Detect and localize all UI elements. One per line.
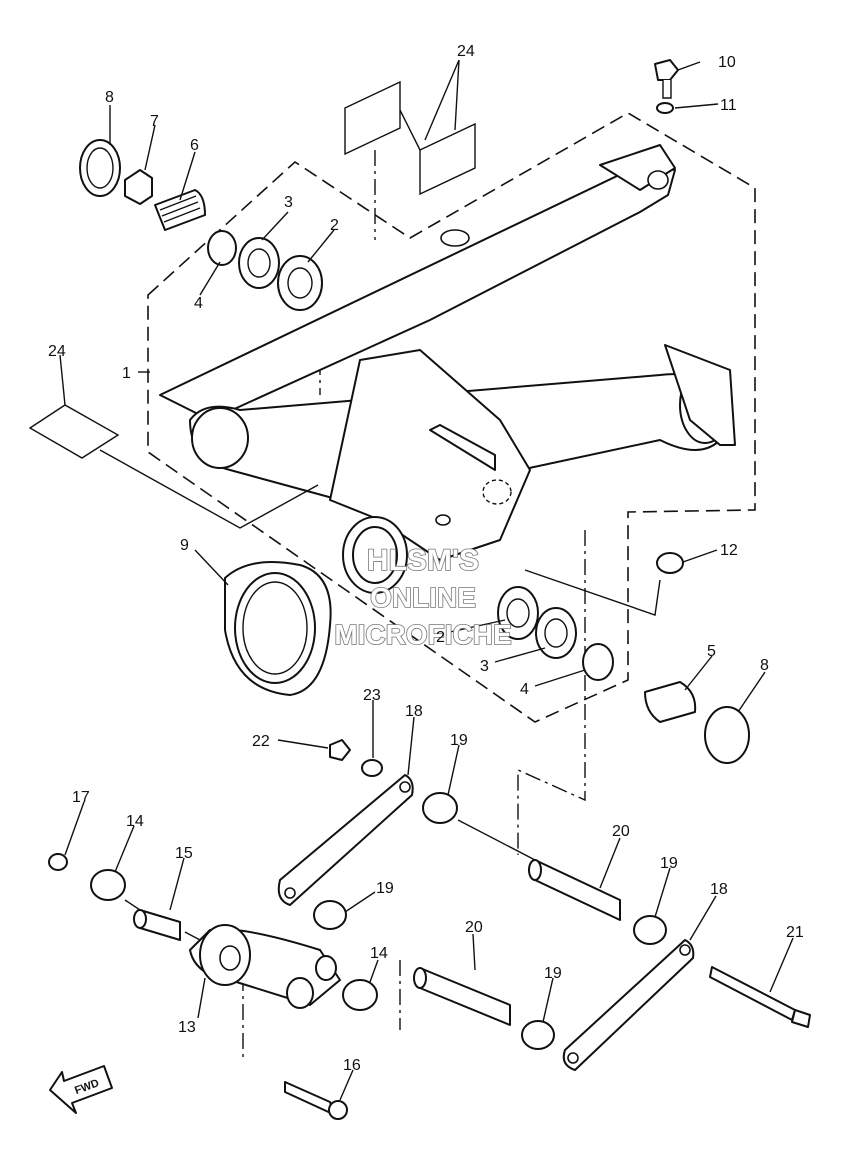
- callout-22: 22: [252, 733, 270, 750]
- callout-5: 5: [707, 643, 716, 660]
- top-bolt-washer-cap: [654, 59, 684, 574]
- callout-3-lower: 3: [480, 658, 489, 675]
- callout-10: 10: [718, 54, 736, 71]
- callout-19-d: 19: [544, 965, 562, 982]
- callout-18-lower: 18: [710, 881, 728, 898]
- callout-15: 15: [175, 845, 193, 862]
- callout-24-left: 24: [48, 343, 66, 360]
- callout-8-lower: 8: [760, 657, 769, 674]
- callout-16: 16: [343, 1057, 361, 1074]
- chain-guard-ring: [224, 560, 332, 696]
- callout-19-c: 19: [660, 855, 678, 872]
- callout-numbers: 1 2 2 3 3 4 4 5 6 7 8 8 9 10 11 12 13 14…: [48, 43, 804, 1074]
- watermark: HLSM'S ONLINE MICROFICHE: [334, 543, 513, 651]
- callout-7: 7: [150, 113, 159, 130]
- swingarm-body: [159, 144, 736, 594]
- callout-2-upper: 2: [330, 217, 339, 234]
- callout-13: 13: [178, 1019, 196, 1036]
- callout-21: 21: [786, 924, 804, 941]
- callout-4-lower: 4: [520, 681, 529, 698]
- callout-4-upper: 4: [194, 295, 203, 312]
- callout-20-upper: 20: [612, 823, 630, 840]
- callout-3-upper: 3: [284, 194, 293, 211]
- watermark-line-3: MICROFICHE: [334, 619, 511, 650]
- callout-14-right: 14: [370, 945, 388, 962]
- label-stickers: [28, 80, 476, 459]
- callout-12: 12: [720, 542, 738, 559]
- callout-11: 11: [720, 97, 737, 114]
- callout-18-upper: 18: [405, 703, 423, 720]
- fwd-arrow: FWD: [49, 1065, 113, 1114]
- callout-6: 6: [190, 137, 199, 154]
- callout-1: 1: [122, 365, 131, 382]
- callout-8-upper: 8: [105, 89, 114, 106]
- callout-19-b: 19: [376, 880, 394, 897]
- callout-2-lower: 2: [436, 629, 445, 646]
- callout-20-lower: 20: [465, 919, 483, 936]
- callout-17: 17: [72, 789, 90, 806]
- callout-19-a: 19: [450, 732, 468, 749]
- watermark-line-2: ONLINE: [370, 582, 476, 613]
- callout-24-top: 24: [457, 43, 475, 60]
- leader-lines: [59, 59, 794, 1101]
- callout-23: 23: [363, 687, 381, 704]
- callout-9: 9: [180, 537, 189, 554]
- watermark-line-1: HLSM'S: [367, 544, 479, 577]
- upper-pivot-hardware: [79, 139, 323, 311]
- lower-pivot-hardware: [497, 586, 750, 764]
- relay-linkage: [48, 739, 811, 1120]
- callout-14-left: 14: [126, 813, 144, 830]
